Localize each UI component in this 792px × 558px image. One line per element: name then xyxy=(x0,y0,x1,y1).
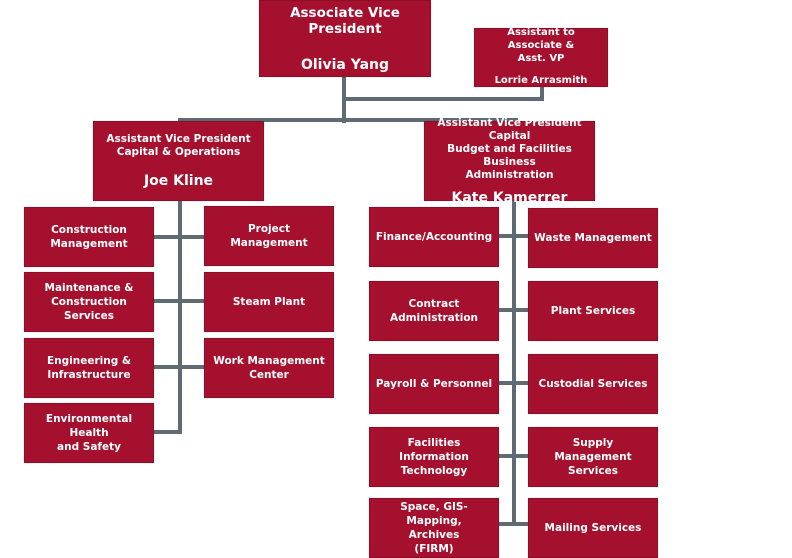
unit-box: Maintenance & Construction Services xyxy=(24,272,154,332)
unit-box: Project Management xyxy=(204,206,334,266)
unit-label: Waste Management xyxy=(534,232,652,244)
person-name: Olivia Yang xyxy=(300,56,390,73)
connector-avp-horizontal xyxy=(178,118,518,122)
unit-box: Space, GIS-Mapping, Archives (FIRM) xyxy=(369,498,499,558)
connector-right-branch-5 xyxy=(498,522,528,526)
unit-box: Environmental Health and Safety xyxy=(24,403,154,463)
position-title: Assistant Vice President Capital Budget … xyxy=(437,116,582,181)
person-name: Kate Kamerrer xyxy=(451,189,568,206)
connector-right-branch-2 xyxy=(498,308,528,312)
unit-label: Finance/Accounting xyxy=(375,231,493,243)
connector-right-branch-4 xyxy=(498,454,528,458)
unit-label: Project Management xyxy=(230,223,308,249)
unit-label: Maintenance & Construction Services xyxy=(44,282,134,322)
avp-capital-operations-box: Assistant Vice President Capital & Opera… xyxy=(93,121,264,201)
unit-box: Waste Management xyxy=(528,208,658,268)
unit-label: Custodial Services xyxy=(538,378,648,390)
unit-label: Mailing Services xyxy=(544,522,642,534)
unit-label: Payroll & Personnel xyxy=(375,378,493,390)
connector-assistant-horizontal xyxy=(342,97,544,101)
connector-left-branch-3 xyxy=(153,365,204,369)
unit-label: Environmental Health and Safety xyxy=(45,413,133,453)
connector-right-branch-3 xyxy=(498,381,528,385)
connector-left-branch-2 xyxy=(153,299,204,303)
unit-label: Work Management Center xyxy=(213,355,325,381)
unit-box: Payroll & Personnel xyxy=(369,354,499,414)
unit-box: Steam Plant xyxy=(204,272,334,332)
connector-right-branch-1 xyxy=(498,234,528,238)
connector-left-branch-1 xyxy=(153,235,204,239)
unit-label: Plant Services xyxy=(550,305,636,317)
unit-label: Construction Management xyxy=(50,224,128,250)
avp-budget-facilities-box: Assistant Vice President Capital Budget … xyxy=(424,117,595,206)
unit-box: Work Management Center xyxy=(204,338,334,398)
position-title: Assistant to Associate & Asst. VP xyxy=(507,27,575,64)
connector-assistant-vertical xyxy=(540,86,544,101)
connector-left-branch-4 xyxy=(153,430,182,434)
connector-right-trunk xyxy=(512,200,516,526)
unit-box: Supply Management Services xyxy=(528,427,658,487)
unit-box: Mailing Services xyxy=(528,498,658,558)
unit-box: Contract Administration xyxy=(369,281,499,341)
unit-label: Space, GIS-Mapping, Archives (FIRM) xyxy=(400,501,468,555)
unit-label: Steam Plant xyxy=(232,296,306,308)
unit-box: Construction Management xyxy=(24,207,154,267)
unit-box: Engineering & Infrastructure xyxy=(24,338,154,398)
person-name: Lorrie Arrasmith xyxy=(494,75,588,86)
connector-left-trunk xyxy=(178,200,182,434)
unit-label: Engineering & Infrastructure xyxy=(46,355,132,381)
position-title: Assistant Vice President Capital & Opera… xyxy=(106,133,251,158)
unit-label: Facilities Information Technology xyxy=(399,437,469,477)
unit-label: Supply Management Services xyxy=(554,437,632,477)
unit-box: Facilities Information Technology xyxy=(369,427,499,487)
unit-label: Contract Administration xyxy=(389,298,479,324)
unit-box: Finance/Accounting xyxy=(369,207,499,267)
position-title: Associate Vice President xyxy=(290,4,400,37)
unit-box: Plant Services xyxy=(528,281,658,341)
person-name: Joe Kline xyxy=(143,173,214,189)
associate-vice-president-box: Associate Vice President Olivia Yang xyxy=(259,0,431,77)
unit-box: Custodial Services xyxy=(528,354,658,414)
assistant-box: Assistant to Associate & Asst. VP Lorrie… xyxy=(474,27,608,87)
